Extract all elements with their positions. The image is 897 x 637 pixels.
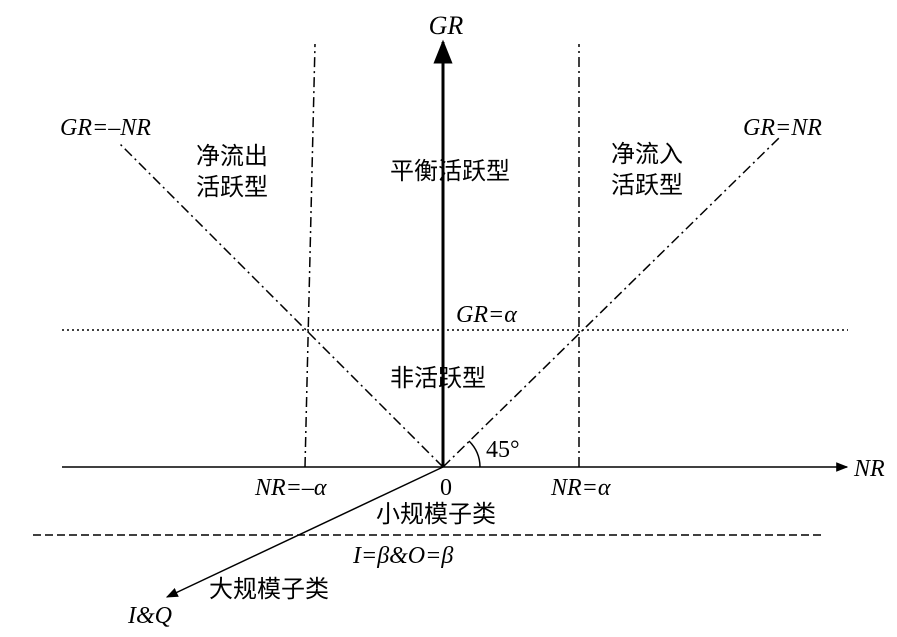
region-large-scale: 大规模子类 — [209, 575, 329, 603]
region-net-inflow-line1: 净流入 — [611, 140, 683, 168]
nr-neg-alpha-label: NR=–α — [254, 475, 327, 501]
angle-arc — [468, 440, 481, 468]
region-net-outflow-line2: 活跃型 — [196, 173, 268, 201]
iq-axis-label: I&Q — [127, 603, 172, 629]
angle-label: 45° — [486, 437, 520, 463]
origin-label: 0 — [440, 475, 452, 501]
neg-diagonal-label: GR=–NR — [60, 115, 151, 141]
neg-diagonal-line — [119, 143, 444, 468]
gr-alpha-label: GR=α — [456, 302, 517, 328]
iq-beta-label: I=β&O=β — [352, 543, 453, 569]
region-net-inflow-line2: 活跃型 — [611, 171, 683, 199]
region-inactive: 非活跃型 — [390, 364, 486, 392]
iq-axis — [165, 466, 444, 598]
pos-diagonal-line — [442, 135, 782, 468]
pos-diagonal-label: GR=NR — [743, 115, 822, 141]
region-net-outflow-line1: 净流出 — [196, 142, 268, 170]
nr-axis-label: NR — [853, 456, 885, 482]
gr-axis-label: GR — [429, 11, 464, 40]
region-small-scale: 小规模子类 — [376, 500, 496, 528]
region-balanced-active: 平衡活跃型 — [390, 157, 510, 185]
nr-pos-alpha-label: NR=α — [550, 475, 611, 501]
nr-neg-alpha-line — [304, 43, 316, 468]
